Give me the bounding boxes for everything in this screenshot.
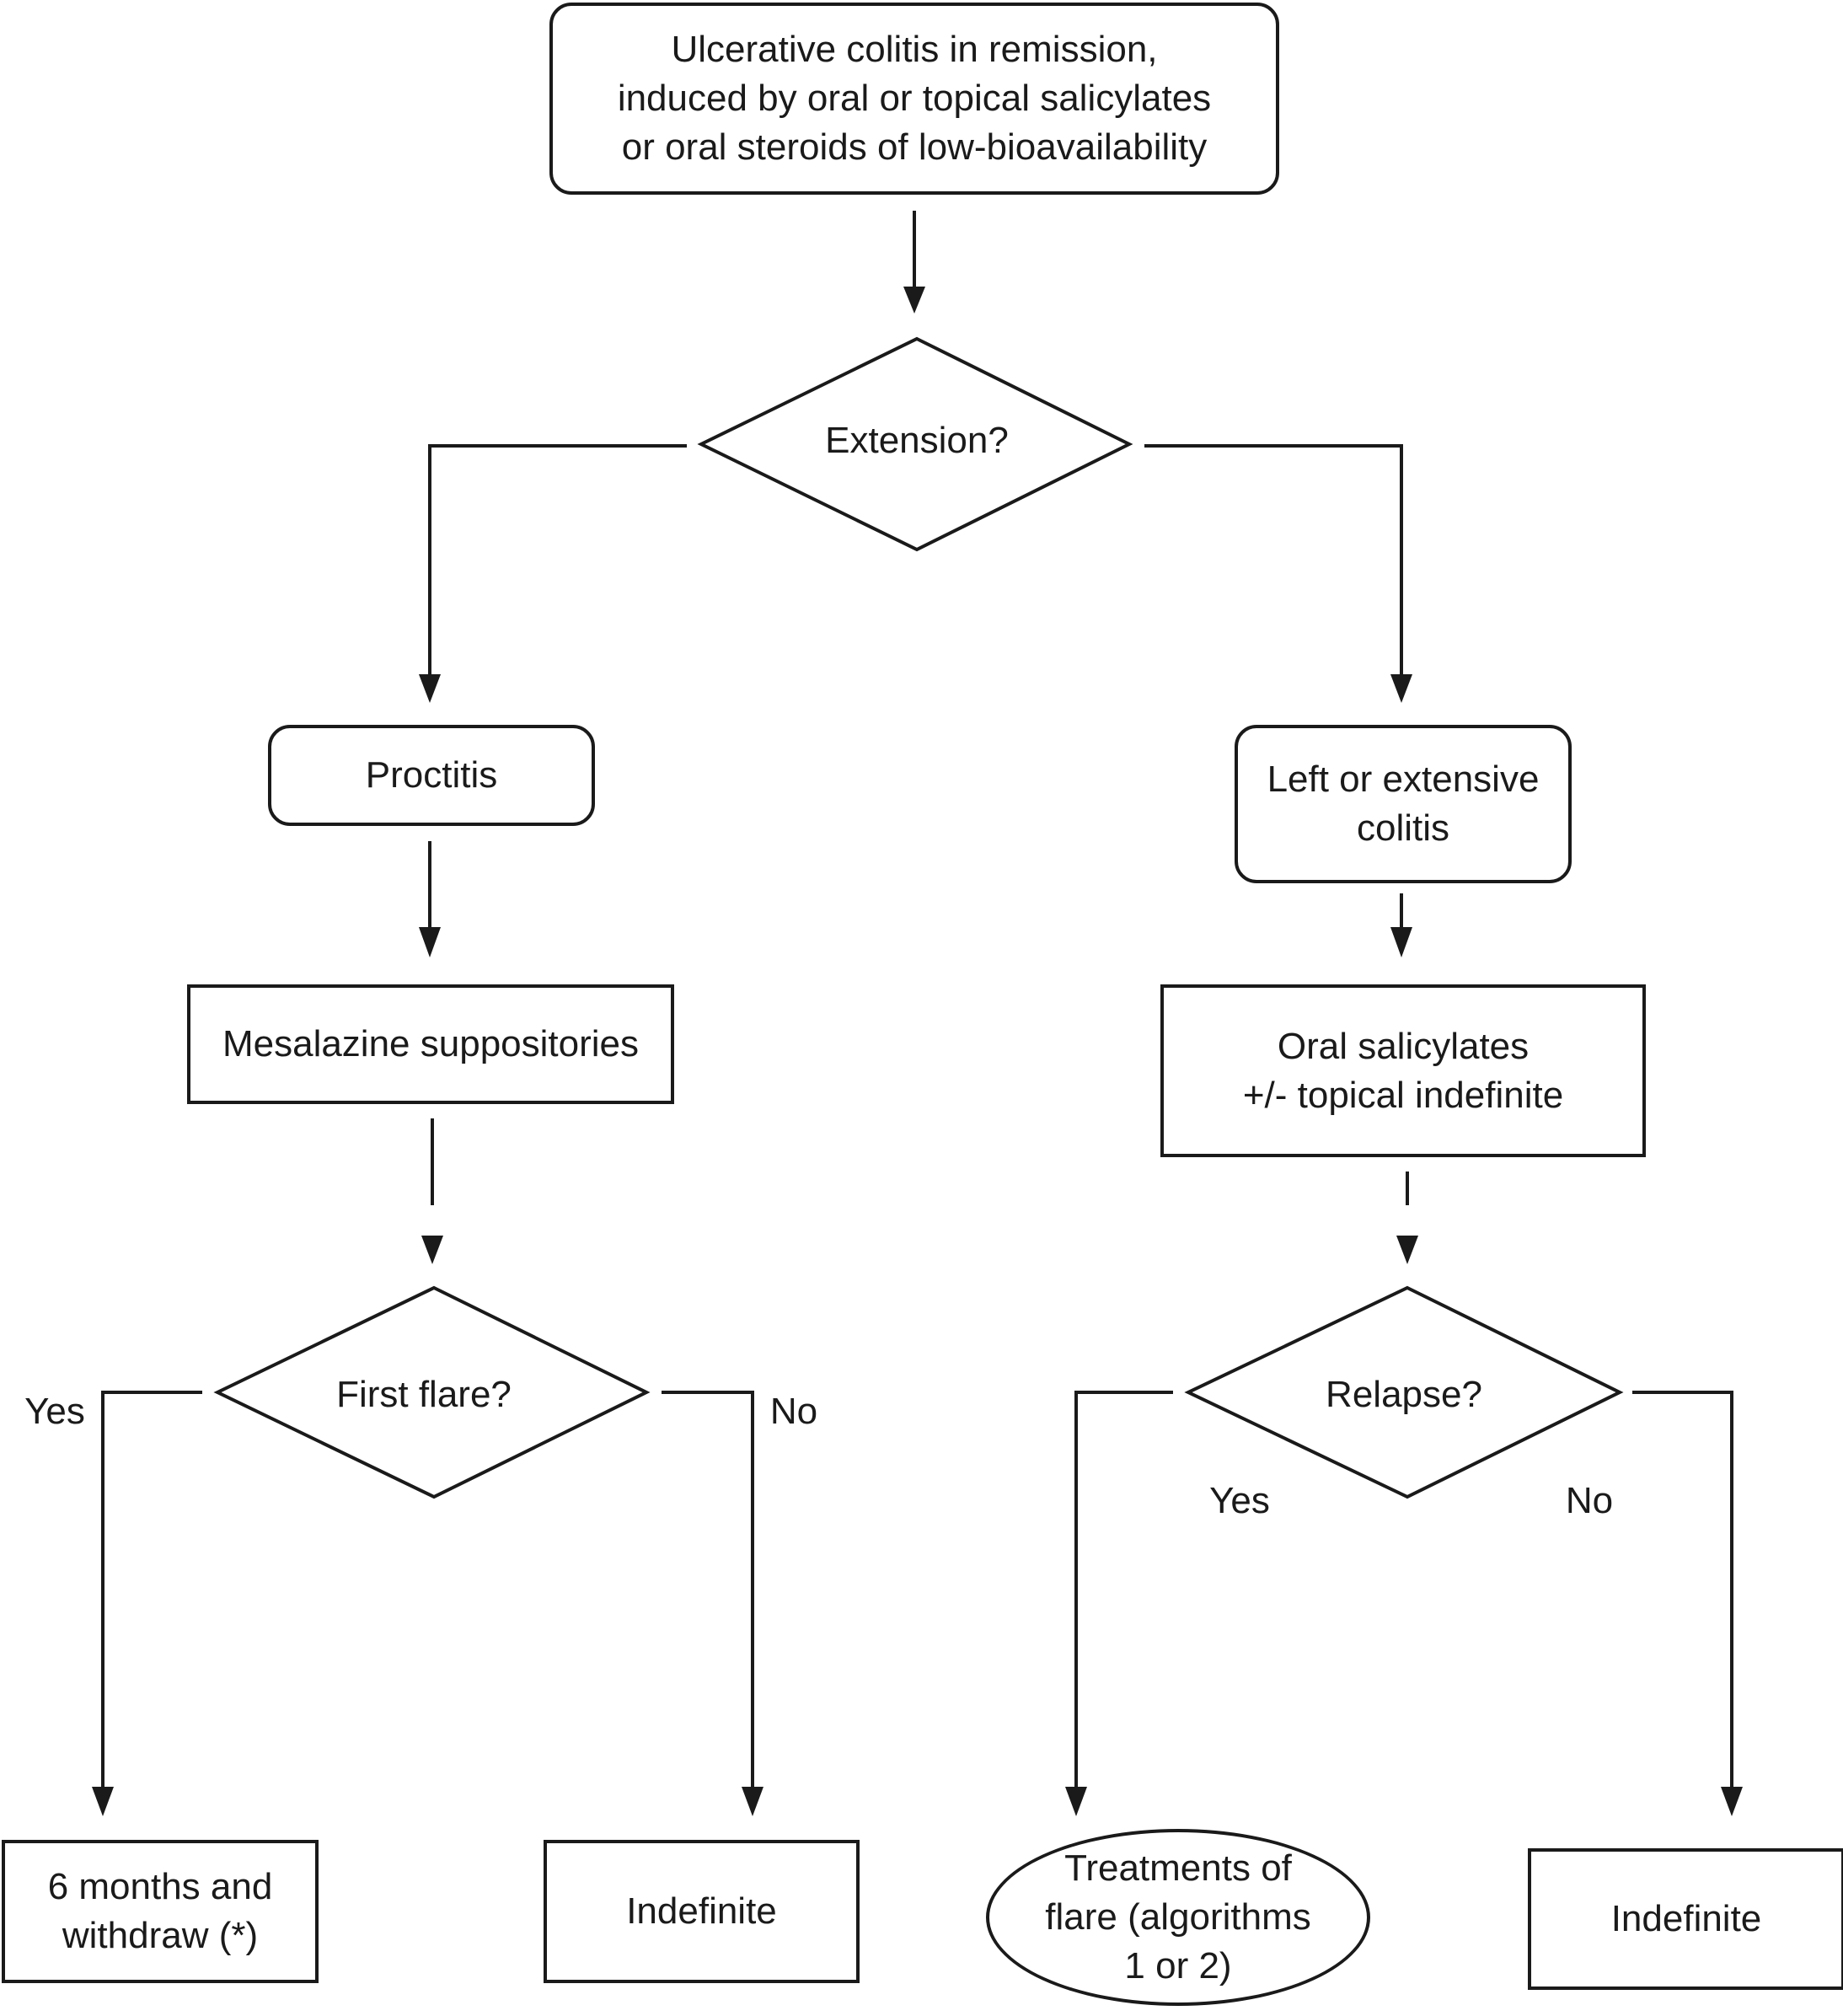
- oral-salicylates-node: Oral salicylates +/- topical indefinite: [1160, 984, 1646, 1157]
- arrowhead: [92, 1787, 114, 1816]
- arrowheads: [92, 287, 1743, 1816]
- first-flare-yes-label: Yes: [24, 1391, 85, 1432]
- decision-relapse-label: Relapse?: [1326, 1374, 1482, 1415]
- proctitis-node: Proctitis: [268, 725, 595, 826]
- arrowhead: [1390, 927, 1412, 957]
- oral-salicylates-label: Oral salicylates +/- topical indefinite: [1242, 1025, 1564, 1116]
- first-flare-no-label: No: [769, 1391, 818, 1432]
- left-extensive-colitis-node: Left or extensive colitis: [1235, 725, 1572, 883]
- arrowhead: [421, 1236, 443, 1264]
- arrowhead: [1721, 1787, 1743, 1816]
- relapse-no-label: No: [1565, 1480, 1614, 1521]
- arrowhead: [742, 1787, 763, 1816]
- decision-extension-label: Extension?: [825, 420, 1009, 461]
- decision-first-flare-label: First flare?: [336, 1374, 512, 1415]
- decision-extension-diamond: [697, 336, 1133, 552]
- edge-relapse-no: [1632, 1391, 1733, 1787]
- outcome-treatments-label: Treatments of flare (algorithms 1 or 2): [1045, 1847, 1311, 1987]
- left-extensive-colitis-label: Left or extensive colitis: [1267, 759, 1540, 849]
- start-node-label: Ulcerative colitis in remission, induced…: [617, 29, 1212, 168]
- decision-first-flare-diamond: [213, 1285, 651, 1499]
- edge-relapse-yes: [1074, 1391, 1173, 1787]
- outcome-indefinite-left-label: Indefinite: [626, 1890, 777, 1932]
- mesalazine-label: Mesalazine suppositories: [222, 1023, 640, 1064]
- arrowhead: [1396, 1236, 1418, 1264]
- relapse-yes-label: Yes: [1209, 1480, 1270, 1521]
- mesalazine-node: Mesalazine suppositories: [187, 984, 674, 1104]
- outcome-treatments-node: Treatments of flare (algorithms 1 or 2): [986, 1829, 1370, 2006]
- arrowhead: [419, 927, 441, 957]
- outcome-six-months-label: 6 months and withdraw (*): [47, 1866, 273, 1956]
- arrowhead: [419, 674, 441, 703]
- edge-flare-yes: [101, 1391, 202, 1787]
- edge-extension-left: [1144, 444, 1403, 674]
- outcome-indefinite-left-node: Indefinite: [544, 1840, 860, 1983]
- outcome-indefinite-right-label: Indefinite: [1610, 1898, 1762, 1939]
- outcome-six-months-node: 6 months and withdraw (*): [2, 1840, 319, 1983]
- arrowhead: [903, 287, 925, 314]
- arrowhead: [1065, 1787, 1087, 1816]
- outcome-indefinite-right-node: Indefinite: [1528, 1848, 1843, 1990]
- edge-flare-no: [662, 1391, 754, 1787]
- decision-relapse-diamond: [1184, 1285, 1624, 1499]
- start-node: Ulcerative colitis in remission, induced…: [549, 3, 1279, 195]
- edge-extension-proctitis: [428, 444, 687, 674]
- arrowhead: [1390, 674, 1412, 703]
- proctitis-label: Proctitis: [365, 754, 498, 796]
